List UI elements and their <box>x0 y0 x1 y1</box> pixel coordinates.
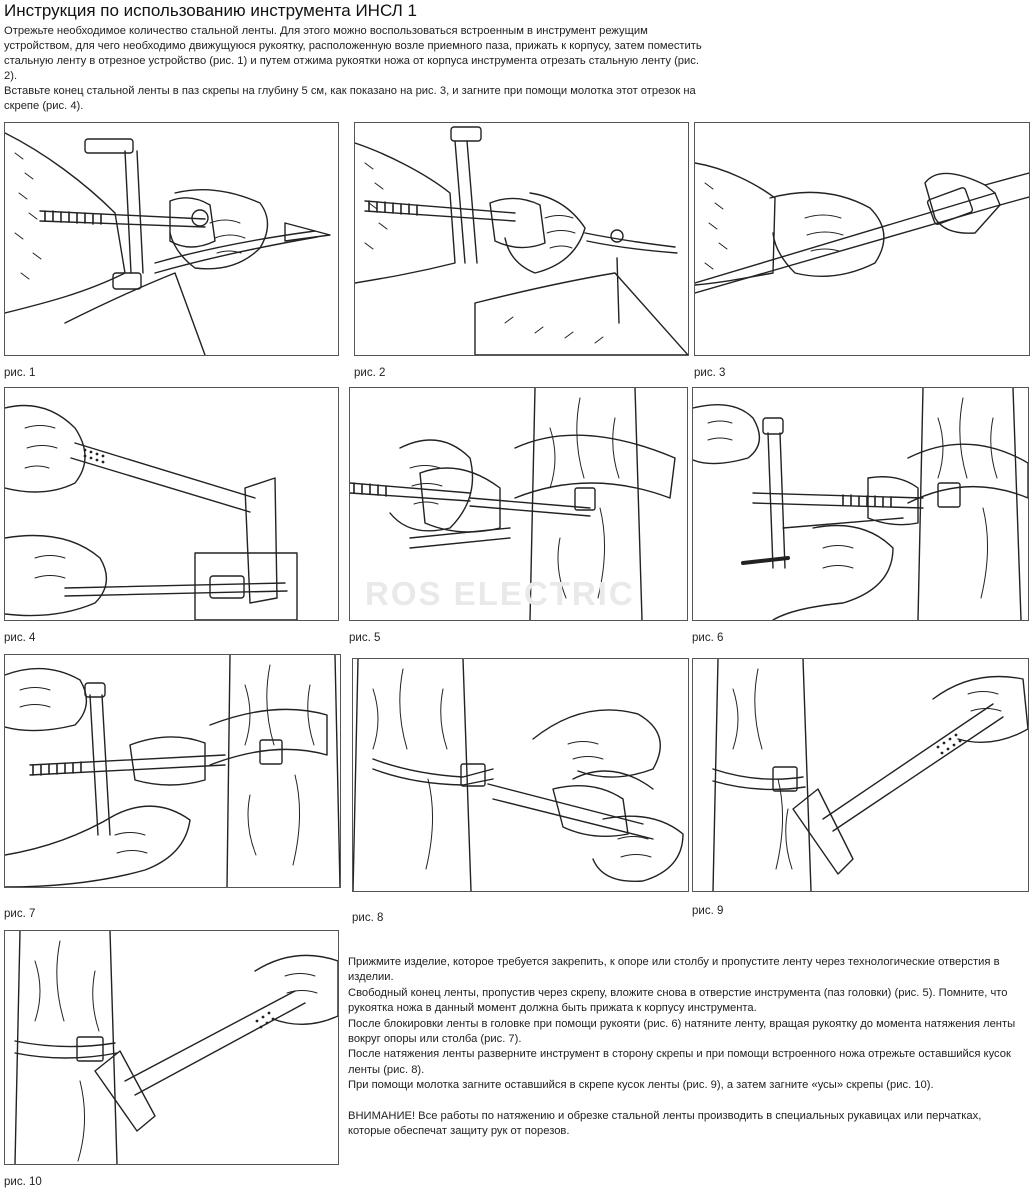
figure-1-caption: рис. 1 <box>4 367 36 379</box>
figure-1-image <box>4 122 339 356</box>
page-title: Инструкция по использованию инструмента … <box>4 1 417 20</box>
figure-8-caption: рис. 8 <box>352 912 384 924</box>
figure-3-caption: рис. 3 <box>694 367 726 379</box>
figure-7-image <box>4 654 341 888</box>
figure-10-image <box>4 930 339 1165</box>
figure-9-caption: рис. 9 <box>692 905 724 917</box>
figure-8-image <box>352 658 689 892</box>
figure-4-image <box>4 387 339 621</box>
instruction-step: После блокировки ленты в головке при пом… <box>348 1017 1016 1046</box>
warning-text: ВНИМАНИЕ! Все работы по натяжению и обре… <box>348 1109 982 1138</box>
instruction-step: При помощи молотка загните оставшийся в … <box>348 1079 934 1092</box>
instruction-step: Свободный конец ленты, пропустив через с… <box>348 986 1008 1015</box>
figure-2-caption: рис. 2 <box>354 367 386 379</box>
figure-2-image <box>354 122 689 356</box>
figure-9-image <box>692 658 1029 892</box>
instruction-step: Прижмите изделие, которое требуется закр… <box>348 956 1000 984</box>
intro-paragraph: Отрежьте необходимое количество стальной… <box>4 25 702 82</box>
instruction-step: После натяжения ленты разверните инструм… <box>348 1048 1011 1076</box>
intro-text: Отрежьте необходимое количество стальной… <box>4 24 704 114</box>
figure-6-image <box>692 387 1029 621</box>
instructions-text: Прижмите изделие, которое требуется закр… <box>348 955 1026 1139</box>
figure-10-caption: рис. 10 <box>4 1176 42 1188</box>
figure-5-image <box>349 387 688 621</box>
figure-7-caption: рис. 7 <box>4 908 36 920</box>
figure-5-caption: рис. 5 <box>349 632 381 644</box>
figure-3-image <box>694 122 1030 356</box>
figure-4-caption: рис. 4 <box>4 632 36 644</box>
intro-paragraph: Вставьте конец стальной ленты в паз скре… <box>4 85 696 112</box>
figure-6-caption: рис. 6 <box>692 632 724 644</box>
